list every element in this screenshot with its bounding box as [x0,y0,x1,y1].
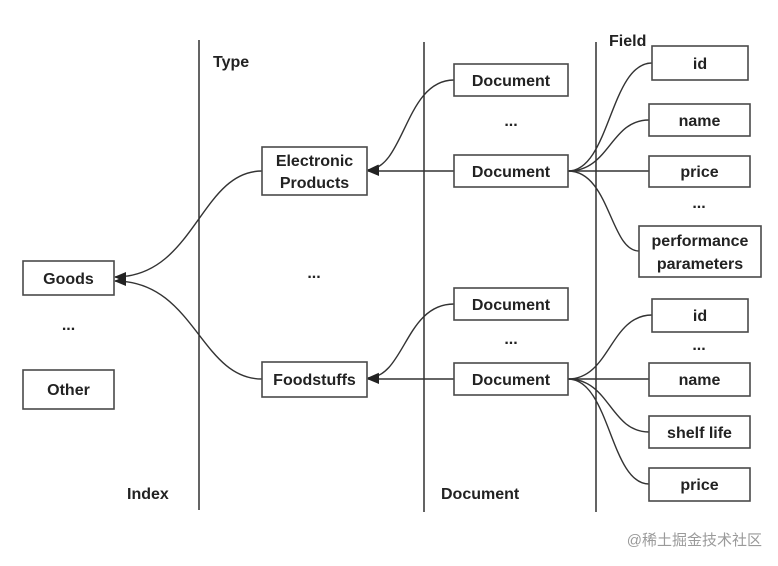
watermark-text: @稀土掘金技术社区 [627,532,762,549]
field-node-bottom-shelf-life-label: shelf life [667,425,732,442]
field-bottom-ellipsis: ... [692,337,705,354]
document-node-top-2: Document [453,154,569,188]
field-node-top-name: name [648,103,751,137]
field-node-bottom-name: name [648,362,751,397]
field-node-top-perf-line1: performance [652,233,749,250]
index-node-other-label: Other [47,382,90,399]
edge-foodstuffs-to-goods [114,276,263,380]
index-node-goods: Goods [22,260,115,296]
field-node-top-perf-line2: parameters [657,256,743,273]
field-node-top-name-label: name [679,113,721,130]
field-node-top-id-label: id [693,56,707,73]
type-ellipsis: ... [307,265,320,282]
field-node-bottom-id-label: id [693,308,707,325]
edge-topdoc1-to-electronic [367,79,455,175]
field-node-top-price: price [648,155,751,188]
field-node-bottom-name-label: name [679,372,721,389]
type-node-electronic-line2: Products [280,175,349,192]
index-node-other: Other [22,369,115,410]
edge-bottomdoc2-to-id [567,314,653,380]
edge-bottomdoc2-to-shelflife [567,378,650,433]
field-node-bottom-price: price [648,467,751,502]
field-node-top-price-label: price [680,164,718,181]
type-node-foodstuffs-label: Foodstuffs [273,372,356,389]
document-node-bottom-2: Document [453,362,569,396]
column-label-type: Type [213,54,249,71]
document-node-top-1: Document [453,63,569,97]
document-node-top-1-label: Document [472,73,551,90]
document-node-bottom-1: Document [453,287,569,321]
field-node-bottom-shelf-life: shelf life [648,415,751,449]
type-node-foodstuffs: Foodstuffs [261,361,368,398]
column-label-field: Field [609,33,646,50]
document-node-top-2-label: Document [472,164,551,181]
document-top-ellipsis: ... [504,113,517,130]
edge-topdoc2-to-id [567,62,653,172]
field-node-bottom-id: id [651,298,749,333]
document-node-bottom-2-label: Document [472,372,551,389]
type-node-electronic-products: Electronic Products [261,146,368,196]
edge-topdoc2-to-perf [567,170,640,252]
document-bottom-ellipsis: ... [504,331,517,348]
document-node-bottom-1-label: Document [472,297,551,314]
column-label-document: Document [441,486,520,503]
index-ellipsis: ... [62,317,75,334]
type-node-electronic-line1: Electronic [276,153,353,170]
field-node-top-id: id [651,45,749,81]
field-node-top-performance-parameters: performance parameters [638,225,762,278]
edge-topdoc2-to-name [567,119,650,172]
edges [114,62,653,485]
field-top-ellipsis: ... [692,195,705,212]
index-node-goods-label: Goods [43,271,94,288]
field-node-bottom-price-label: price [680,477,718,494]
edge-bottomdoc1-to-foodstuffs [367,303,455,383]
edge-bottomdoc2-to-price [567,378,650,485]
column-label-index: Index [127,486,169,503]
edge-electronic-to-goods [114,170,263,282]
